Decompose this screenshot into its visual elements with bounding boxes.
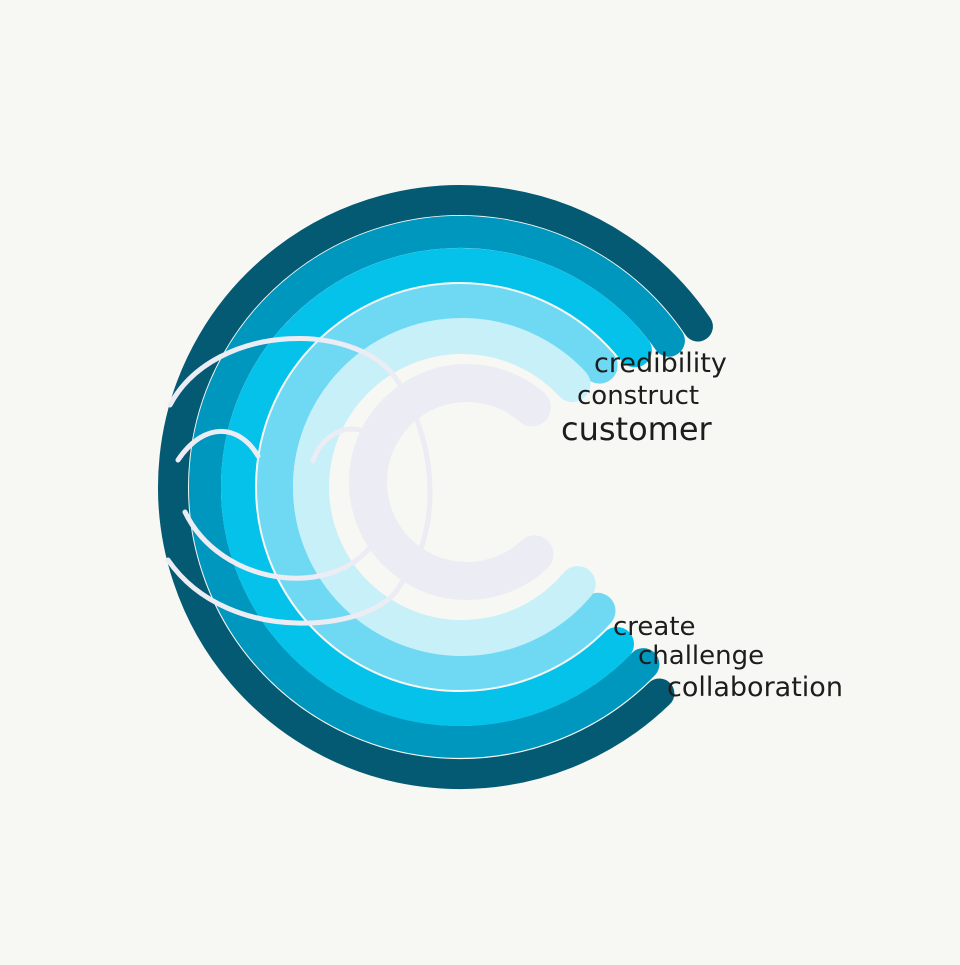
swoosh-outer-top (167, 336, 403, 408)
word-challenge: challenge (638, 641, 764, 671)
ring-arc-1 (158, 185, 713, 790)
word-construct: construct (577, 381, 699, 411)
word-credibility: credibility (594, 348, 727, 379)
word-create: create (613, 612, 696, 642)
ring-arc-6 (348, 364, 554, 601)
ring-arc-5 (293, 318, 596, 657)
ring-arc-4 (257, 284, 618, 690)
ring-arc-3 (221, 248, 652, 727)
swoosh-outer-right (397, 382, 433, 588)
swoosh-lines (165, 336, 433, 626)
word-customer: customer (561, 410, 713, 448)
word-list-upper: credibility construct customer (561, 348, 727, 448)
swoosh-middle-bottom (182, 509, 375, 581)
swoosh-small-right (310, 426, 363, 464)
word-list-lower: create challenge collaboration (613, 612, 843, 703)
word-collaboration: collaboration (667, 672, 843, 703)
ring-arc-2 (189, 215, 685, 758)
swoosh-small-left (175, 429, 261, 463)
swoosh-outer-bottom (165, 557, 403, 626)
ring-arcs (158, 185, 713, 790)
